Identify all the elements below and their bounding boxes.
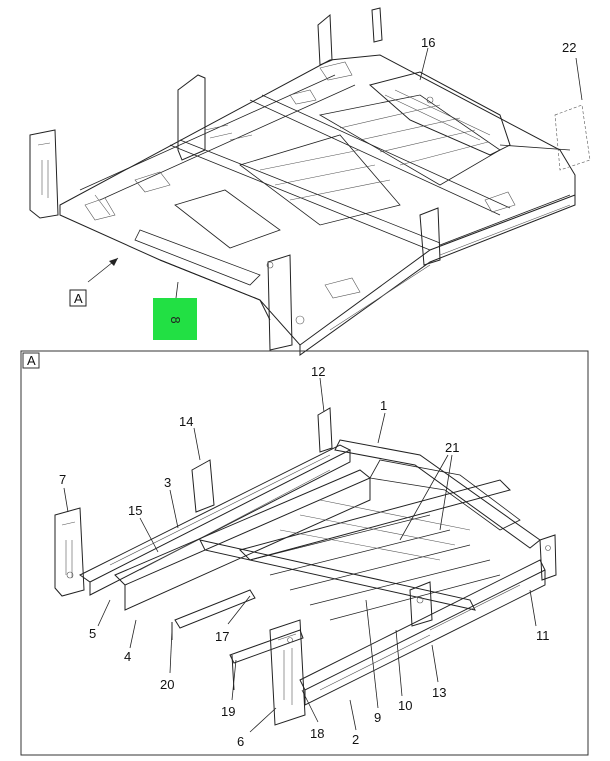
detail-ref-label: A [27,353,36,368]
callout-14: 14 [179,414,193,429]
callout-4: 4 [124,649,131,664]
leader-8 [175,281,179,299]
callout-10: 10 [398,698,412,713]
view-arrow-head [109,258,118,266]
callout-9: 9 [374,710,381,725]
callout-3: 3 [164,475,171,490]
callout-11: 11 [536,628,550,643]
callout-2: 2 [352,732,359,747]
callout-20: 20 [160,677,174,692]
callout-16: 16 [421,35,435,50]
detail-frame [20,350,589,756]
phantom-bracket [554,104,591,171]
view-ref-box [69,289,87,307]
callout-18: 18 [310,726,324,741]
callout-7: 7 [59,472,66,487]
callout-12: 12 [311,364,325,379]
callout-17: 17 [215,629,229,644]
detail-ref-box [22,352,40,369]
callout-5: 5 [89,626,96,641]
callout-13: 13 [432,685,446,700]
callout-22: 22 [562,40,576,55]
leader-16 [419,47,429,81]
top-floor-assembly [29,7,576,356]
detail-frame-assembly [54,407,557,726]
callout-19: 19 [221,704,235,719]
view-ref-label: A [74,291,83,306]
highlight-label-8: 8 [168,316,183,323]
detail-callouts: 12 1 14 21 7 3 15 5 4 17 11 20 13 19 9 1… [59,364,550,749]
leader-22 [575,57,583,101]
callout-21: 21 [445,440,459,455]
callout-15: 15 [128,503,142,518]
highlight-part-8[interactable] [153,298,197,340]
callout-1: 1 [380,398,387,413]
callout-6: 6 [237,734,244,749]
